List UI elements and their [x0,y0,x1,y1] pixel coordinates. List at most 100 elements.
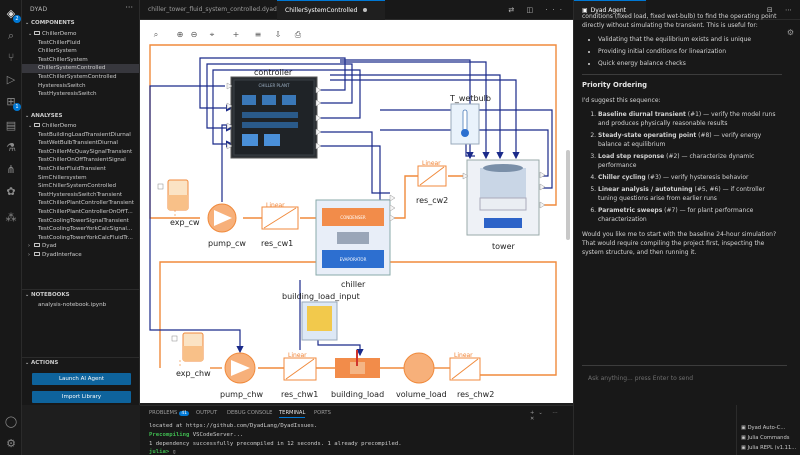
folder-icon [34,123,40,127]
tree-item[interactable]: SimChillerSystemControlled [22,182,140,190]
folder-icon [34,252,40,256]
tree-item[interactable]: TestChillerFluidTransient [22,165,140,173]
tree-item-label: TestHysteresisSwitch [38,91,97,97]
panel-actions[interactable]: +⌄ ⋯ ✕ [530,410,573,422]
tab-ports[interactable]: PORTS [314,410,331,416]
res-chw1-linear-tag: Linear [288,352,307,359]
tree-item[interactable]: SimChillersystem [22,174,140,182]
tree-item[interactable]: TestHysteresisSwitch [22,90,140,98]
gear-icon[interactable]: ⚙ [787,28,794,37]
download-icon[interactable]: ⇩ [272,28,284,42]
actions-section-header[interactable]: ⌄ACTIONS [22,359,140,368]
editor-actions[interactable]: ⇄ ◫ ··· [508,0,567,20]
list-item: Parametric sweeps (#7) — for plant perfo… [598,206,782,224]
list-item: Linear analysis / autotuning (#5, #6) — … [598,185,782,203]
source-control-icon[interactable]: ⑂ [3,50,19,66]
tree-item[interactable]: TestChillerSystemControlled [22,73,140,81]
components-section-header[interactable]: ⌄COMPONENTS [22,19,140,28]
tree-item[interactable]: HysteresisSwitch [22,82,140,90]
tree-item[interactable]: ›Dyad [22,242,140,250]
tree-item[interactable]: TestBuildingLoadTransientDiurnal [22,131,140,139]
graph-icon[interactable]: ⋔ [3,162,19,178]
search-icon[interactable]: ⌕ [150,28,162,42]
zoom-out-icon[interactable]: ⊖ [188,28,200,42]
agent-chat-input[interactable]: Ask anything... press Enter to send [582,365,787,391]
res-cw1-linear-tag: Linear [266,202,285,209]
tree-item-label: TestHysteresisSwitchTransient [38,192,122,198]
run-debug-icon[interactable]: ▷ [3,72,19,88]
tab-terminal[interactable]: TERMINAL [279,410,305,418]
account-icon[interactable]: ◯ [3,414,19,430]
tree-item[interactable]: TestChillerPlantControllerOnOffT... [22,208,140,216]
tree-item-label: TestChillerMcQuaySignalTransient [38,149,132,155]
tree-item[interactable]: TestCoolingTowerYorkCalcFluidTr... [22,234,140,242]
tab-chiller-tower-file[interactable]: chiller_tower_fluid_system_controlled.dy… [140,0,277,20]
tree-item-label: TestChillerSystem [38,57,88,63]
tree-item[interactable]: ⌄ChillerDemo [22,30,140,38]
tree-item-label: ChillerSystem [38,48,77,54]
tree-item[interactable]: TestChillerMcQuaySignalTransient [22,148,140,156]
tree-item-label: TestBuildingLoadTransientDiurnal [38,132,131,138]
divider [582,74,782,75]
canvas-scrollbar[interactable] [566,150,570,240]
agent-intro: conditions (fixed load, fixed wet-bulb) … [582,12,782,30]
tree-item-label: TestChillerOnOffTransientSignal [38,157,126,163]
flask-icon[interactable]: ⚗ [3,140,19,156]
unsaved-dot-icon [363,8,367,12]
tree-item[interactable]: ChillerSystem [22,47,140,55]
import-library-button[interactable]: Import Library [32,391,131,403]
tree-item[interactable]: TestWetBulbTransientDiurnal [22,139,140,147]
plugin-icon[interactable]: ✿ [3,184,19,200]
settings-sliders-icon[interactable]: ≡ [252,28,264,42]
tree-item-label: TestChillerPlantControllerOnOffT... [38,209,133,215]
tree-item[interactable]: TestCoolingTowerYorkCalcSignal... [22,225,140,233]
extensions-icon[interactable]: ⊞1 [3,94,19,110]
tree-item[interactable]: TestChillerOnOffTransientSignal [22,156,140,164]
tree-item[interactable]: ⌄ChillerDemo [22,122,140,130]
tab-output[interactable]: OUTPUT [196,410,217,416]
terminal-line: located at https://github.com/DyadLang/D… [149,423,317,429]
tree-item-label: HysteresisSwitch [38,83,86,89]
terminal-entry[interactable]: ▣ Dyad Auto-C... [741,425,785,431]
tree-item[interactable]: TestCoolingTowerSignalTransient [22,217,140,225]
more-actions-icon[interactable]: ··· [125,3,133,12]
terminal-prompt[interactable]: julia> ▯ [149,449,176,455]
dyad-models-icon[interactable]: ▤ [3,118,19,134]
analyses-section-header[interactable]: ⌄ANALYSES [22,112,140,121]
tree-item[interactable]: ChillerSystemControlled [22,64,140,72]
tree-item-label: ChillerDemo [42,31,76,37]
tree-item-label: TestChillerFluid [38,40,80,46]
tab-problems[interactable]: PROBLEMS41 [149,410,189,416]
tree-item[interactable]: analysis-notebook.ipynb [22,301,140,309]
tab-chiller-system-controlled[interactable]: ChillerSystemControlled [277,0,385,20]
tree-item-label: TestChillerFluidTransient [38,166,106,172]
tree-item[interactable]: TestChillerPlantControllerTransient [22,199,140,207]
launch-ai-agent-button[interactable]: Launch AI Agent [32,373,131,385]
zoom-in-icon[interactable]: ⊕ [174,28,186,42]
tree-item[interactable]: TestChillerSystem [22,56,140,64]
volume-load-label: volume_load [396,390,447,399]
add-component-icon[interactable]: + [230,28,242,42]
terminal-entry[interactable]: ▣ Julia REPL (v1.11... [741,445,796,451]
notebooks-section-header[interactable]: ⌄NOTEBOOKS [22,291,140,300]
tab-debug-console[interactable]: DEBUG CONSOLE [227,410,272,416]
editor-tab-bar: chiller_tower_fluid_system_controlled.dy… [140,0,573,20]
fit-view-icon[interactable]: ⌖ [206,28,218,42]
print-icon[interactable]: ⎙ [292,28,304,42]
terminal-entry[interactable]: ▣ Julia Commands [741,435,789,441]
search-icon[interactable]: ⌕ [3,28,19,44]
volume-load-block[interactable] [404,353,434,383]
terminal-line: 1 dependency successfully precompiled in… [149,441,402,447]
tree-item[interactable]: TestHysteresisSwitchTransient [22,191,140,199]
list-item: Providing initial conditions for lineari… [598,47,782,56]
suggest-text: I'd suggest this sequence: [582,96,782,105]
tree-icon[interactable]: ⁂ [3,210,19,226]
diagram-canvas[interactable]: CHILLER PLANT CONDENSER EVAPORATOR [140,20,573,403]
res-cw2-linear-tag: Linear [422,160,441,167]
tree-item[interactable]: ›DyadInterface [22,251,140,259]
tree-item[interactable]: TestChillerFluid [22,39,140,47]
dyad-logo-icon[interactable]: ◈2 [3,6,19,22]
dyad-badge: 2 [13,15,21,23]
settings-icon[interactable]: ⚙ [3,436,19,452]
tree-item-label: Dyad [42,243,57,249]
